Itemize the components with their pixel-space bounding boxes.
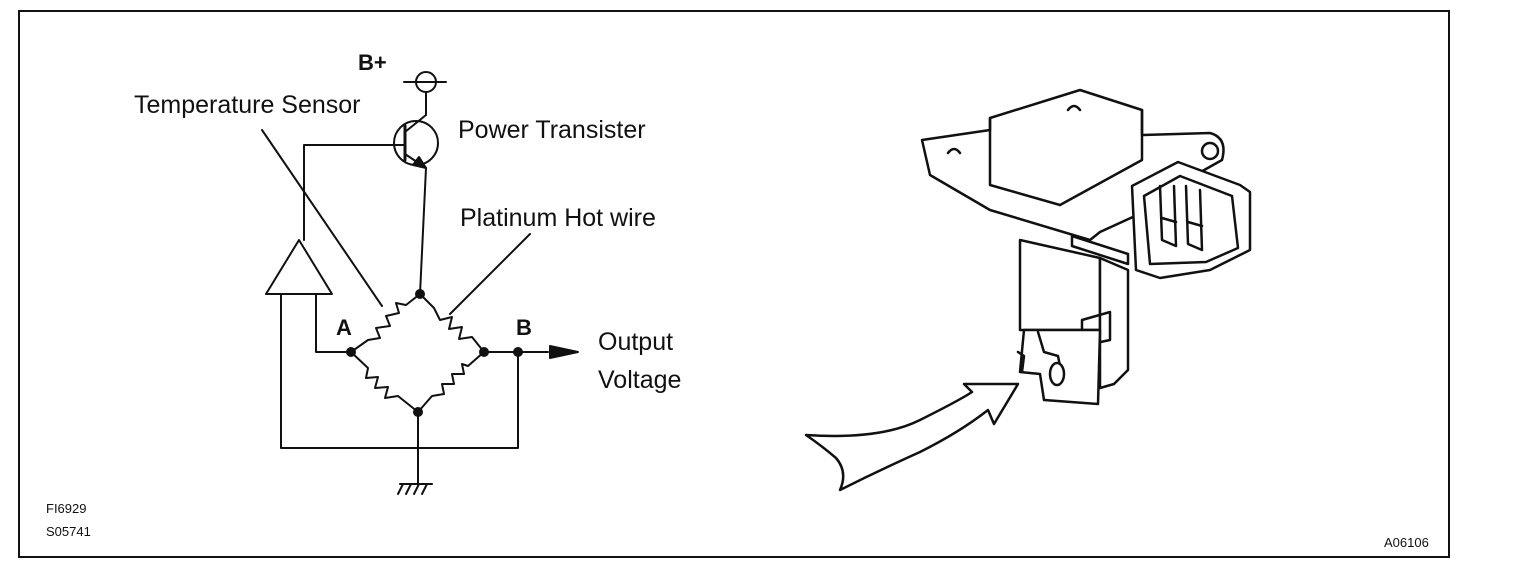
node-b-label: B <box>516 315 532 340</box>
figure-code-3: A06106 <box>1384 535 1429 550</box>
temperature-sensor-label: Temperature Sensor <box>134 91 361 119</box>
supply-label: B+ <box>358 50 387 75</box>
output-label-line1: Output <box>598 328 674 356</box>
airflow-sensor-illustration <box>920 88 1252 406</box>
figure-code-1: FI6929 <box>46 501 87 516</box>
power-transistor-label: Power Transister <box>458 116 646 144</box>
temperature-sensor-leader <box>261 129 383 307</box>
airflow-arrow-icon <box>804 382 1020 492</box>
op-amp-symbol <box>265 239 333 295</box>
hot-wire-leader <box>449 233 531 315</box>
diagram-frame <box>18 10 1450 558</box>
output-arrow-icon <box>549 345 579 359</box>
junction-dots <box>346 289 523 417</box>
figure-code-2: S05741 <box>46 524 91 539</box>
output-label-line2: Voltage <box>598 366 682 394</box>
supply-terminal-symbol <box>403 71 447 116</box>
power-transistor-symbol <box>393 114 439 169</box>
node-a-label: A <box>336 315 352 340</box>
circuit-wiring <box>280 144 549 485</box>
wheatstone-bridge <box>350 293 485 413</box>
hot-wire-label: Platinum Hot wire <box>460 204 656 232</box>
ground-symbol <box>397 483 433 495</box>
